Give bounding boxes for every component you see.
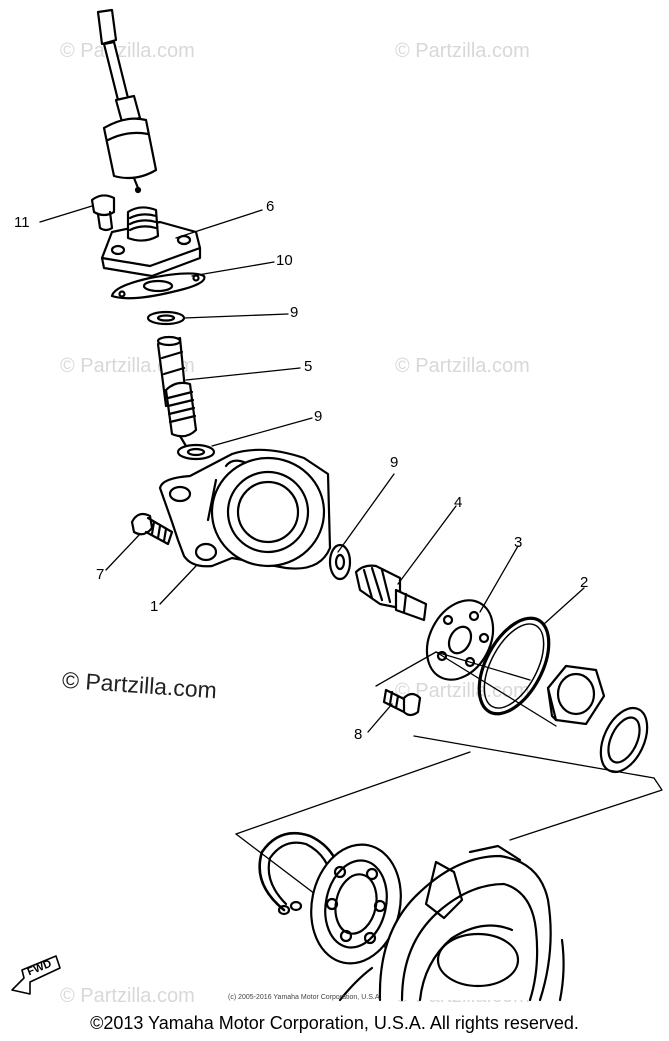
lock-washer bbox=[599, 706, 649, 774]
part-11-bolt bbox=[90, 194, 116, 232]
callout-11: 11 bbox=[14, 214, 30, 231]
speedometer-cable bbox=[96, 8, 158, 194]
wheel-hub bbox=[338, 844, 565, 1002]
part-9-washer bbox=[146, 310, 186, 326]
watermark: © Partzilla.com bbox=[60, 40, 195, 62]
copyright: ©2013 Yamaha Motor Corporation, U.S.A. A… bbox=[90, 1013, 579, 1033]
bearing bbox=[310, 843, 402, 965]
callout-9: 9 bbox=[290, 304, 299, 321]
part-9-washer bbox=[328, 543, 352, 581]
callout-2: 2 bbox=[580, 574, 589, 591]
part-7-bolt bbox=[130, 512, 174, 546]
watermark: © Partzilla.com bbox=[395, 355, 530, 377]
callout-5: 5 bbox=[304, 358, 313, 375]
watermark: © Partzilla.com bbox=[395, 680, 530, 702]
part-4-drive-gear bbox=[354, 564, 428, 622]
callout-8: 8 bbox=[354, 726, 363, 743]
credit-line: (c) 2005-2016 Yamaha Motor Corporation, … bbox=[228, 994, 382, 1001]
nut bbox=[546, 664, 606, 726]
watermark: © Partzilla.com bbox=[395, 40, 530, 62]
callout-1: 1 bbox=[150, 598, 159, 615]
part-2-o-ring bbox=[477, 616, 551, 716]
callout-6: 6 bbox=[266, 198, 275, 215]
part-1-housing bbox=[158, 448, 332, 570]
fwd-arrow bbox=[11, 955, 61, 995]
part-6-flange bbox=[100, 206, 202, 278]
callout-7: 7 bbox=[96, 566, 105, 583]
callout-9: 9 bbox=[314, 408, 323, 425]
callout-9: 9 bbox=[390, 454, 399, 471]
callout-3: 3 bbox=[514, 534, 523, 551]
part-3-plate bbox=[425, 599, 495, 681]
part-9-washer bbox=[176, 443, 216, 461]
part-10-gasket bbox=[110, 272, 206, 300]
callout-4: 4 bbox=[454, 494, 463, 511]
watermark: © Partzilla.com bbox=[60, 985, 195, 1007]
callout-10: 10 bbox=[276, 252, 293, 269]
part-5-gear-shaft bbox=[156, 335, 198, 448]
part-8-bolt bbox=[382, 688, 422, 717]
